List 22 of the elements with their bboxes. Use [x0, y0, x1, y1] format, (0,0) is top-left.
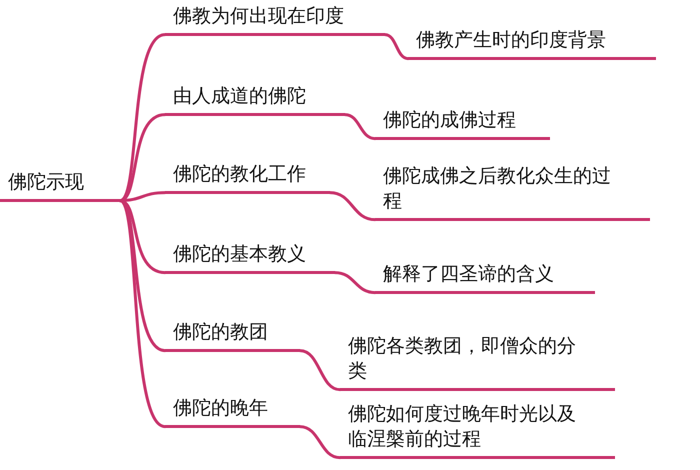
topic-label: 佛陀各类教团，即僧众的分类 [340, 334, 615, 392]
topic-label: 佛陀的成佛过程 [375, 108, 550, 140]
branch-line [118, 191, 166, 202]
branch-line [328, 191, 376, 222]
topic-label: 佛陀如何度过晚年时光以及临涅槃前的过程 [340, 402, 615, 460]
branch-line [118, 199, 166, 352]
branch-line [298, 425, 342, 460]
topic-label: 佛陀的晚年 [165, 396, 300, 428]
branch-line [298, 349, 342, 392]
topic-label: 佛陀的基本教义 [165, 242, 335, 274]
branch-line [334, 271, 376, 294]
topic-label: 佛陀成佛之后教化众生的过程 [375, 164, 650, 222]
topic-label: 佛教为何出现在印度 [165, 4, 385, 36]
branch-line [384, 33, 410, 60]
branch-line [344, 113, 376, 140]
branch-line [118, 199, 166, 428]
topic-label: 佛教产生时的印度背景 [408, 28, 656, 60]
topic-label: 佛陀的教团 [165, 320, 300, 352]
root-topic: 佛陀示现 [0, 170, 120, 202]
topic-label: 由人成道的佛陀 [165, 84, 345, 116]
topic-label: 佛陀的教化工作 [165, 162, 330, 194]
topic-label: 解释了四圣谛的含义 [375, 262, 595, 294]
